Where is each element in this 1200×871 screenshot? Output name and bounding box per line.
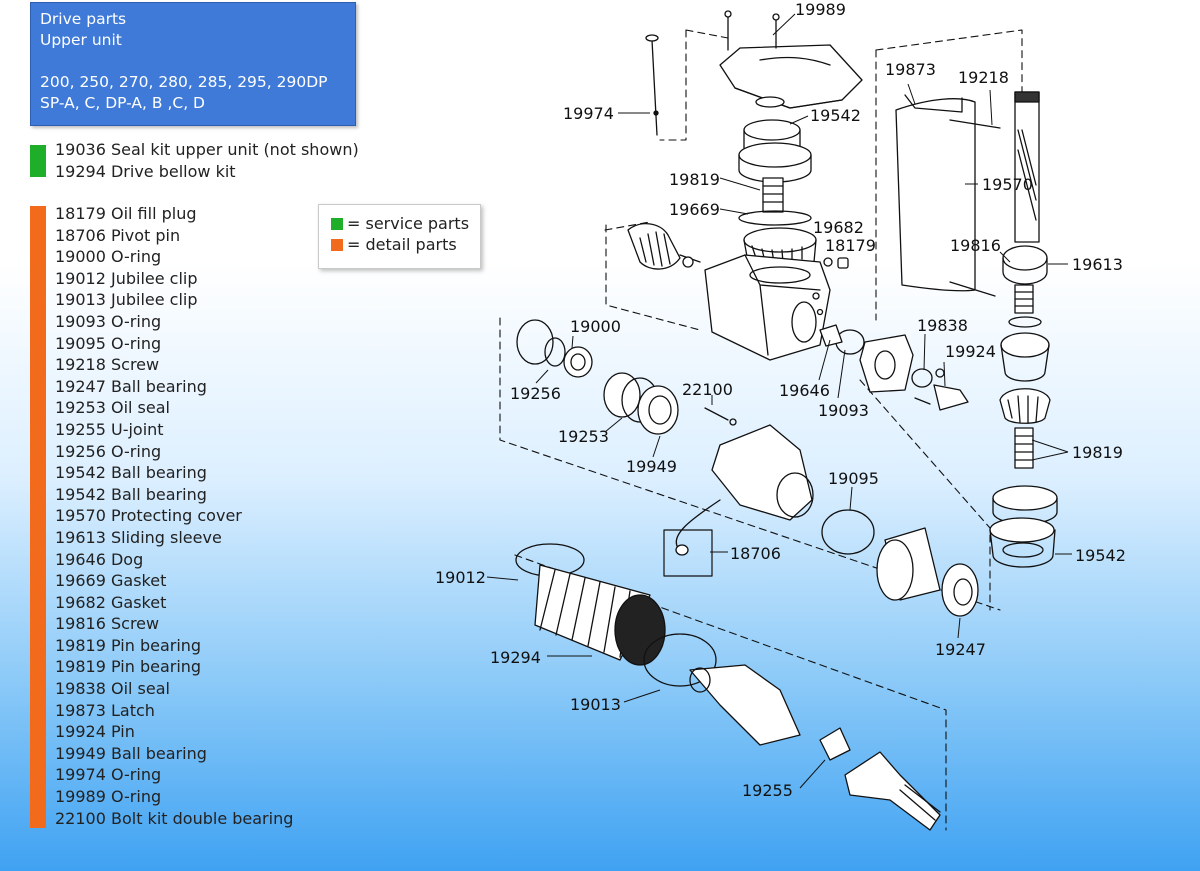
detail-part-item: 19949 Ball bearing	[55, 743, 207, 763]
callout-19093: 19093	[818, 401, 869, 420]
bell-housing	[675, 424, 814, 549]
bearing-19542-lower	[989, 485, 1058, 568]
detail-part-item: 19570 Protecting cover	[55, 506, 242, 526]
detail-part-item: 19093 O-ring	[55, 311, 162, 331]
u-joint-shaft	[689, 664, 941, 831]
detail-part-item: 19838 Oil seal	[55, 679, 170, 699]
callout-19247: 19247	[935, 640, 986, 659]
pin-bearing-upper	[738, 177, 812, 226]
title-box: Drive parts Upper unit 200, 250, 270, 28…	[30, 2, 356, 126]
service-part-item: 19294 Drive bellow kit	[55, 161, 236, 181]
bolt-22100	[704, 407, 737, 426]
detail-part-item: 19013 Jubilee clip	[55, 290, 198, 310]
side-plate	[835, 329, 969, 411]
callout-19924: 19924	[945, 342, 996, 361]
callout-18179: 18179	[825, 236, 876, 255]
detail-part-item: 19646 Dog	[55, 549, 144, 569]
title-line-2: Upper unit	[40, 31, 122, 49]
title-line-1: Drive parts	[40, 10, 127, 28]
top-cover	[719, 10, 863, 109]
side-bevel-gear	[627, 223, 701, 270]
detail-part-item: 19218 Screw	[55, 355, 160, 375]
models-line-2: SP-A, C, DP-A, B ,C, D	[40, 94, 205, 112]
callout-19000: 19000	[570, 317, 621, 336]
callout-19873: 19873	[885, 60, 936, 79]
callout-19838: 19838	[917, 316, 968, 335]
detail-key-label: = detail parts	[347, 235, 457, 254]
detail-swatch	[331, 239, 343, 251]
detail-part-item: 22100 Bolt kit double bearing	[55, 808, 294, 828]
detail-parts-list: 18179 Oil fill plug 18706 Pivot pin 1900…	[30, 203, 293, 829]
callout-19682: 19682	[813, 218, 864, 237]
dog-19646	[819, 324, 843, 347]
long-bolt	[645, 34, 659, 136]
callout-19095: 19095	[828, 469, 879, 488]
callout-19819-upper: 19819	[669, 170, 720, 189]
bellows	[515, 543, 717, 687]
models-line-1: 200, 250, 270, 280, 285, 295, 290DP	[40, 73, 328, 91]
detail-part-item: 19542 Ball bearing	[55, 463, 207, 483]
pivot-pin-box	[663, 529, 713, 577]
detail-part-item: 19613 Sliding sleeve	[55, 527, 222, 547]
oring-19095	[821, 509, 875, 555]
callout-19949: 19949	[626, 457, 677, 476]
detail-part-item: 19256 O-ring	[55, 441, 162, 461]
callout-19218: 19218	[958, 68, 1009, 87]
callout-19294: 19294	[490, 648, 541, 667]
callout-19989: 19989	[795, 0, 846, 19]
detail-part-item: 19253 Oil seal	[55, 398, 170, 418]
gear-housing	[704, 254, 849, 361]
detail-part-item: 19255 U-joint	[55, 419, 164, 439]
callout-19570: 19570	[982, 175, 1033, 194]
service-swatch	[331, 218, 343, 230]
service-parts-bar	[30, 145, 46, 177]
callout-19255: 19255	[742, 781, 793, 800]
service-parts-list: 19036 Seal kit upper unit (not shown) 19…	[30, 139, 359, 182]
detail-part-item: 19974 O-ring	[55, 765, 162, 785]
callout-19542-upper: 19542	[810, 106, 861, 125]
detail-parts-bar	[30, 206, 46, 828]
callout-19613: 19613	[1072, 255, 1123, 274]
callout-19256: 19256	[510, 384, 561, 403]
callout-22100: 22100	[682, 380, 733, 399]
protecting-cover	[895, 94, 1001, 297]
callout-19669: 19669	[669, 200, 720, 219]
callout-19542-lower: 19542	[1075, 546, 1126, 565]
callout-19012: 19012	[435, 568, 486, 587]
detail-part-item: 19247 Ball bearing	[55, 376, 207, 396]
callout-19974: 19974	[563, 104, 614, 123]
callout-19646: 19646	[779, 381, 830, 400]
callout-18706: 18706	[730, 544, 781, 563]
detail-part-item: 19989 O-ring	[55, 787, 162, 807]
callout-19819-lower: 19819	[1072, 443, 1123, 462]
detail-part-item: 19095 O-ring	[55, 333, 162, 353]
detail-part-item: 19819 Pin bearing	[55, 657, 202, 677]
detail-part-item: 19012 Jubilee clip	[55, 268, 198, 288]
detail-part-item: 19924 Pin	[55, 722, 135, 742]
leader-lines	[486, 13, 1072, 789]
detail-part-item: 19000 O-ring	[55, 247, 162, 267]
detail-part-item: 19873 Latch	[55, 700, 155, 720]
service-part-item: 19036 Seal kit upper unit (not shown)	[55, 140, 359, 159]
detail-part-item: 19669 Gasket	[55, 571, 167, 591]
detail-part-item: 18179 Oil fill plug	[55, 204, 197, 223]
detail-part-item: 19542 Ball bearing	[55, 484, 207, 504]
rings-19000	[516, 319, 593, 378]
vertical-shaft	[999, 91, 1051, 469]
color-key: = service parts = detail parts	[318, 204, 481, 269]
detail-part-item: 19819 Pin bearing	[55, 635, 202, 655]
sleeve-19247	[876, 527, 979, 617]
callout-19013: 19013	[570, 695, 621, 714]
callout-labels: 19989 19974 19542 19873 19218 19570 1981…	[435, 0, 1126, 800]
bearing-19949	[637, 385, 679, 435]
detail-part-item: 19682 Gasket	[55, 592, 167, 612]
callout-19253: 19253	[558, 427, 609, 446]
bearing-19542-upper	[738, 96, 812, 183]
detail-part-item: 18706 Pivot pin	[55, 225, 181, 245]
service-key-label: = service parts	[347, 214, 470, 233]
detail-part-item: 19816 Screw	[55, 614, 160, 634]
callout-19816: 19816	[950, 236, 1001, 255]
